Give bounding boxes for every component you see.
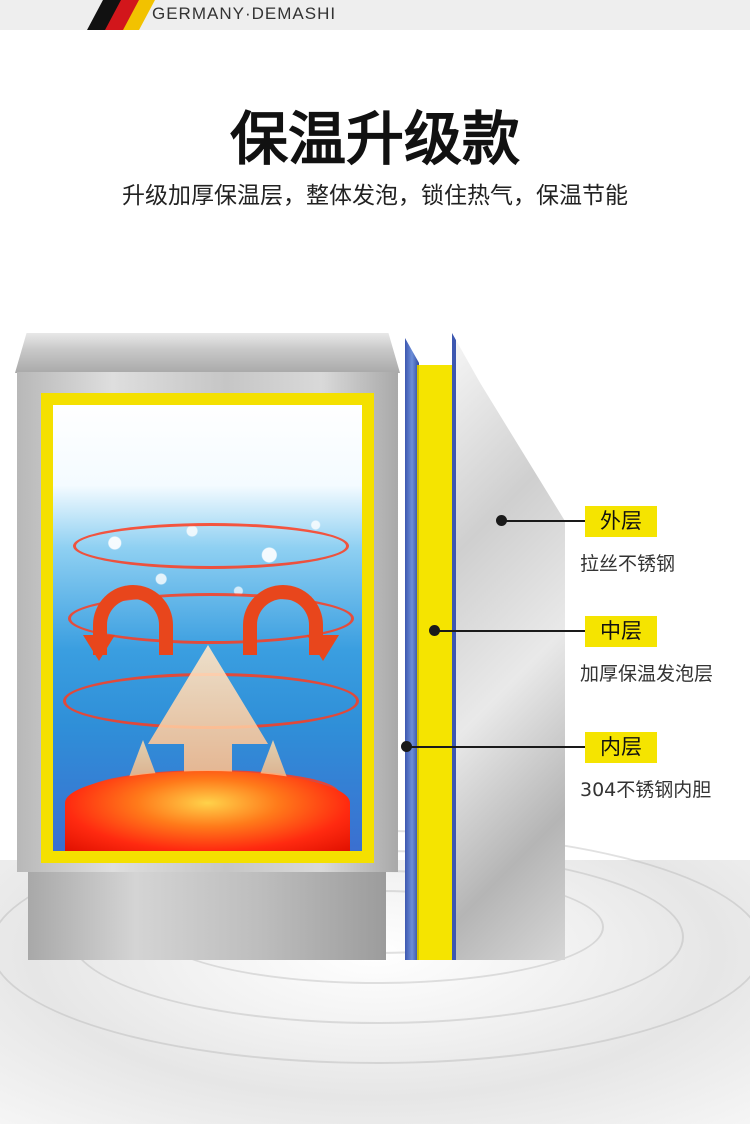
callout-line-outer	[501, 520, 586, 522]
layer-label-middle: 中层	[585, 616, 657, 647]
page-title: 保温升级款	[229, 105, 520, 173]
cabinet-base	[28, 872, 386, 960]
heat-illustration-window	[41, 393, 374, 863]
callout-line-inner	[406, 746, 586, 748]
callout-line-middle	[434, 630, 586, 632]
top-banner: GERMANY·DEMASHI	[0, 0, 750, 30]
layer-desc-inner: 304不锈钢内胆	[580, 779, 712, 801]
layer-label-outer: 外层	[585, 506, 657, 537]
outer-layer-slab	[452, 333, 565, 960]
cabinet-lid	[15, 333, 400, 373]
heat-source	[65, 771, 350, 851]
layer-desc-middle: 加厚保温发泡层	[580, 663, 714, 685]
heat-curl-left-head	[83, 635, 115, 661]
brand-name: GERMANY·DEMASHI	[152, 4, 337, 23]
layer-desc-outer: 拉丝不锈钢	[580, 553, 676, 575]
heat-curl-right-head	[307, 635, 339, 661]
inner-layer-slab	[405, 338, 419, 960]
page-subtitle: 升级加厚保温层，整体发泡，锁住热气，保温节能	[122, 183, 628, 209]
middle-layer-slab	[417, 365, 455, 960]
layer-label-inner: 内层	[585, 732, 657, 763]
